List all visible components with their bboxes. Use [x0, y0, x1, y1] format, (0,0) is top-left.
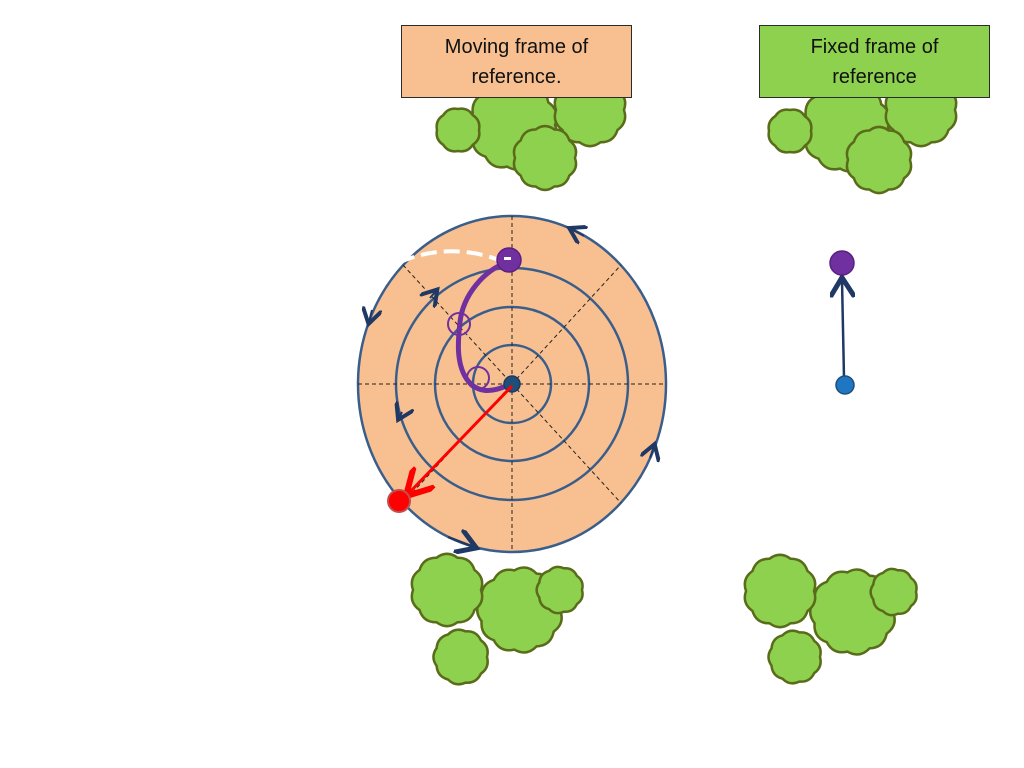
dashed-trajectory-arc	[319, 249, 507, 502]
tree-foliage	[410, 552, 484, 628]
tree-foliage	[767, 629, 822, 685]
tree-foliage	[743, 553, 817, 629]
tree-foliage	[432, 628, 489, 686]
moving-frame-label-text: Moving frame of reference.	[444, 35, 589, 88]
rim-arrow-top	[571, 229, 584, 236]
trajectory-marker-outer	[447, 312, 471, 336]
blue-dot-fixed	[835, 375, 855, 395]
tree-foliage	[512, 124, 578, 192]
purple-ball-highlight	[504, 257, 511, 260]
tree-foliage	[535, 565, 584, 615]
tree-icon	[743, 553, 918, 685]
inner-arc-arrow-1	[399, 412, 402, 418]
trajectory-marker-inner	[466, 366, 490, 390]
tree-foliage	[767, 108, 813, 154]
fixed-frame-label: Fixed frame of reference	[759, 25, 990, 98]
rim-arrow-left	[369, 310, 372, 322]
rim-arrow-right	[650, 446, 654, 458]
red-arrow	[408, 384, 514, 494]
purple-ball-fixed	[829, 250, 855, 276]
inner-arc-arrow-2	[430, 291, 436, 298]
center-hub	[503, 375, 521, 393]
rotating-disc	[319, 214, 668, 552]
tree-foliage	[845, 125, 913, 195]
fixed-arrow	[842, 280, 844, 379]
tree-foliage	[869, 567, 918, 617]
tree-foliage	[435, 107, 481, 153]
moving-frame-label: Moving frame of reference.	[401, 25, 632, 98]
fixed-frame-motion	[829, 250, 855, 395]
rim-arrow-bottom	[447, 537, 474, 547]
fixed-frame-label-text: Fixed frame of reference	[810, 35, 939, 88]
red-ball	[387, 489, 411, 513]
purple-trajectory	[455, 259, 515, 393]
tree-icon	[410, 552, 584, 686]
